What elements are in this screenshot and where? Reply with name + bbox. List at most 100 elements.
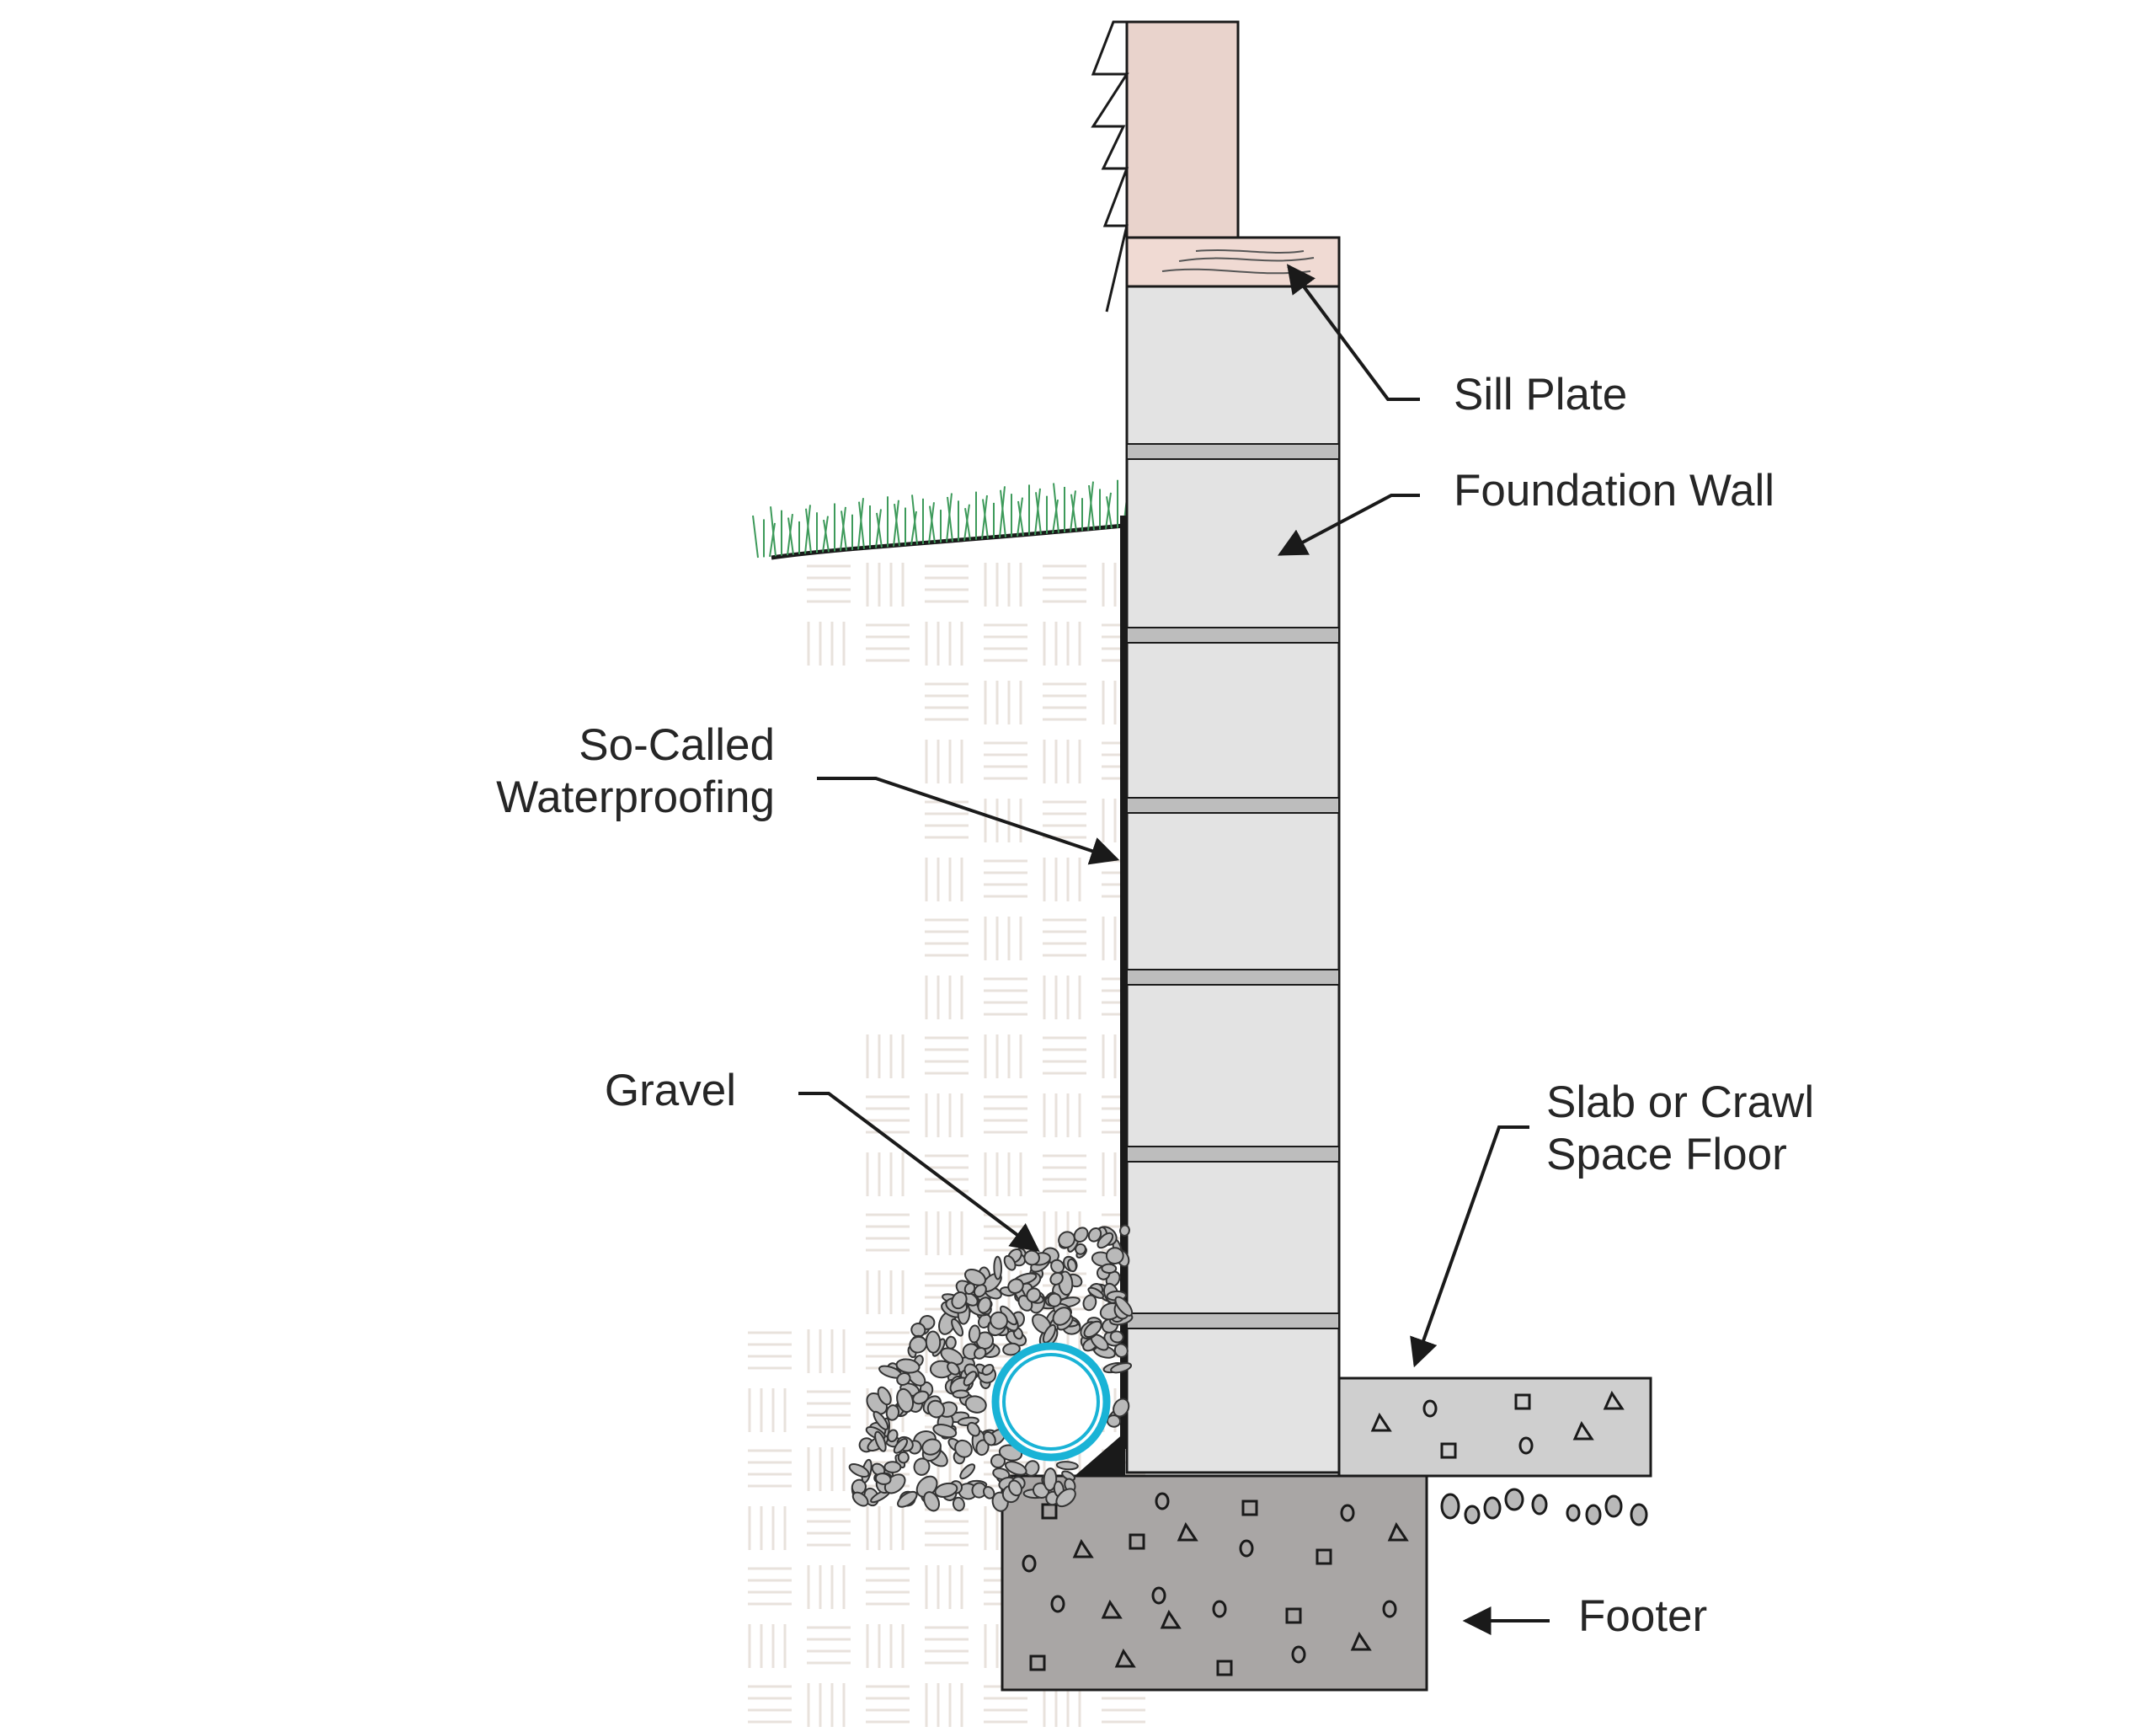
grass-blade [1000, 489, 1006, 537]
soil-hatch-tile [807, 1683, 846, 1727]
soil-hatch-tile [1043, 800, 1086, 839]
soil-hatch-tile [807, 1626, 851, 1665]
gravel-stone [945, 1335, 957, 1350]
gravel-stone [897, 1490, 918, 1508]
soil-hatch-tile [748, 1567, 792, 1606]
gravel-stone [913, 1457, 931, 1476]
grass-blade [769, 522, 776, 557]
grass-blade [805, 508, 812, 553]
grass-blade [1017, 500, 1024, 537]
gravel-stone [1024, 1460, 1040, 1477]
mortar-joint [1126, 1312, 1340, 1329]
gravel-stone [1105, 1247, 1124, 1265]
soil-hatch-tile [748, 1624, 787, 1668]
soil-hatch-tile [984, 859, 1027, 898]
waterproofing-label-line1: So-Called [579, 720, 775, 770]
gravel-stone [1067, 1258, 1077, 1273]
aggregate-pebble [1050, 1595, 1065, 1613]
gravel-stone [983, 1430, 996, 1446]
gravel-stone [992, 1467, 1011, 1481]
grass-blade [841, 511, 847, 551]
grass-blade [894, 504, 900, 547]
mortar-joint [1126, 1146, 1340, 1163]
soil-hatch-tile [866, 623, 910, 662]
gravel-stone [923, 1491, 941, 1512]
soil-hatch-tile [925, 740, 963, 783]
aggregate-triangle [1370, 1412, 1392, 1432]
aggregate-pebble [1155, 1492, 1170, 1510]
waterproofing-leader [817, 777, 1120, 865]
soil-hatch-tile [925, 1565, 963, 1609]
slab-label-line1: Slab or Crawl [1546, 1077, 1814, 1127]
gravel-stone [887, 1429, 899, 1443]
gravel-stone [1058, 1231, 1075, 1248]
aggregate-triangle [1177, 1521, 1198, 1542]
stud-wall [1091, 20, 1240, 313]
soil-hatch-tile [925, 976, 963, 1019]
soil-hatch-tile [748, 1685, 792, 1724]
leader-lines [798, 264, 1550, 1635]
gravel-stone [926, 1399, 945, 1419]
loose-stone [1604, 1494, 1623, 1518]
aggregate-pebble [1518, 1436, 1534, 1455]
soil-hatch-tile [866, 1213, 910, 1252]
grass-blade [770, 506, 776, 557]
aggregate-triangle [1350, 1631, 1372, 1651]
gravel-stone [963, 1371, 978, 1387]
loose-stone [1440, 1493, 1460, 1520]
gravel-stone [1043, 1467, 1058, 1492]
gravel-stone [1109, 1330, 1124, 1344]
aggregate-square [1514, 1393, 1531, 1410]
gravel-stone [1007, 1278, 1024, 1294]
foundation-wall-label: Foundation Wall [1454, 466, 1774, 516]
loose-stone [1630, 1503, 1648, 1526]
aggregate-pebble [1022, 1554, 1037, 1573]
soil-hatch-tile [1043, 682, 1086, 721]
soil-hatch-tile [925, 622, 963, 666]
aggregate-pebble [1382, 1600, 1397, 1618]
soil-hatch-tile [925, 564, 969, 603]
gravel-stone [893, 1438, 909, 1454]
aggregate-square [1129, 1533, 1145, 1550]
gravel-stone [921, 1438, 942, 1456]
aggregate-pebble [1151, 1586, 1166, 1605]
cove-fillet [1075, 1432, 1125, 1476]
loose-stone [1585, 1504, 1602, 1526]
gravel-stone [1005, 1461, 1027, 1476]
aggregate-square [1315, 1548, 1332, 1565]
aggregate-triangle [1572, 1420, 1594, 1441]
gravel-stone [982, 1485, 995, 1499]
grade-line [771, 523, 1124, 560]
slab-label-line2: Space Floor [1546, 1130, 1787, 1179]
slab-floor [1337, 1377, 1652, 1478]
gravel-stone [1110, 1362, 1133, 1374]
gravel-stone [966, 1421, 981, 1437]
sill-plate [1125, 236, 1341, 288]
mortar-joints [1126, 443, 1340, 1329]
gravel-stone [993, 1255, 1003, 1280]
loose-stone [1464, 1505, 1481, 1525]
gravel-stone [874, 1430, 887, 1452]
loose-stone [1566, 1504, 1581, 1522]
aggregate-pebble [1291, 1645, 1306, 1664]
soil-hatch-tile [1043, 1154, 1086, 1193]
gravel-stone [1097, 1232, 1114, 1249]
soil-hatch-tile [984, 681, 1022, 724]
grass-blade [1106, 496, 1113, 529]
soil-hatch-tile [866, 1624, 905, 1668]
gravel-stone [932, 1424, 958, 1439]
soil-hatch-tile [984, 1213, 1027, 1252]
aggregate-square [1285, 1607, 1302, 1624]
gravel-stone [877, 1386, 892, 1406]
gravel-stone [968, 1324, 981, 1344]
gravel-stone [947, 1361, 960, 1376]
gravel-stone [977, 1296, 992, 1314]
aggregate-triangle [1603, 1390, 1625, 1410]
soil-hatch-tile [925, 1683, 963, 1727]
slab-leader [1410, 1125, 1529, 1368]
gravel-leader [798, 1092, 1040, 1253]
soil-hatch-tile [866, 1095, 910, 1134]
gravel-stone [848, 1463, 870, 1478]
grass-blade [823, 519, 830, 553]
gravel-stone [1047, 1292, 1062, 1307]
